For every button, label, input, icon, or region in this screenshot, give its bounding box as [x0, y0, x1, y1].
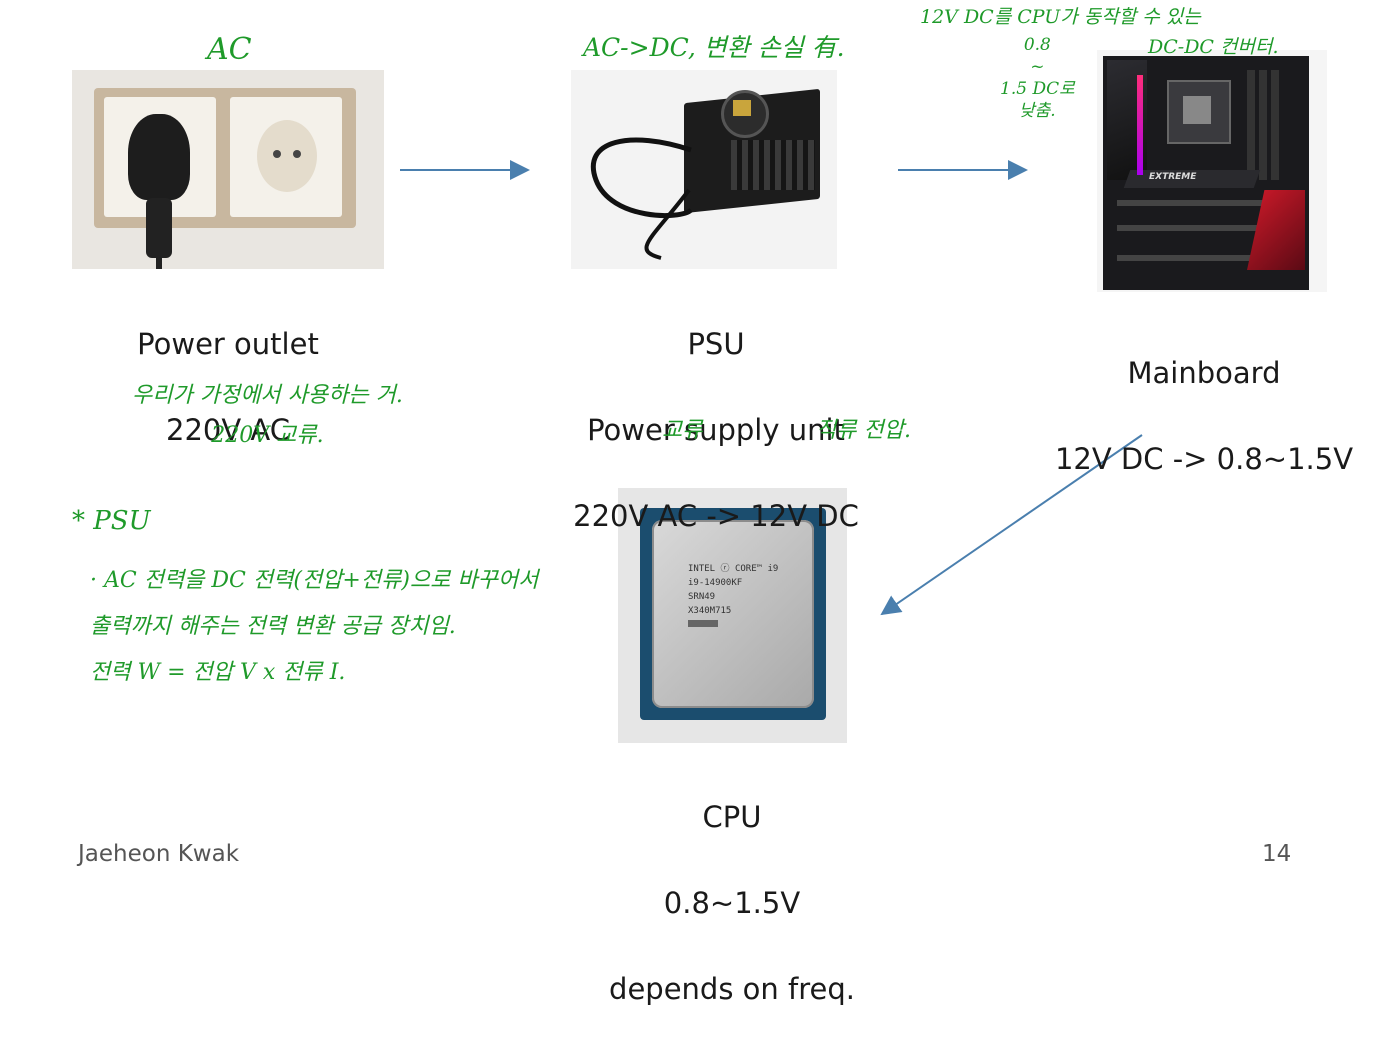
- mainboard-print: EXTREME: [1149, 172, 1197, 182]
- psu-subtitle: Power supply unit: [587, 413, 845, 447]
- outlet-title: Power outlet: [137, 327, 319, 361]
- annotation-psu-heading: * PSU: [72, 506, 151, 536]
- flow-arrows: [400, 160, 1143, 616]
- annotation-mainboard-range: 0.8 ~ 1.5 DC로 낮춤.: [1000, 35, 1075, 121]
- cpu-brand: INTEL: [688, 564, 716, 574]
- mainboard-label: Mainboard 12V DC -> 0.8~1.5V: [1044, 309, 1364, 524]
- annotation-psu-dc: 직류 전압.: [816, 418, 911, 443]
- cpu-note: depends on freq.: [609, 972, 855, 1006]
- annotation-psu-top: AC->DC, 변환 손실 有.: [583, 33, 845, 62]
- cpu-sspec: SRN49: [688, 592, 716, 602]
- mainboard-image: EXTREME: [1097, 50, 1327, 292]
- cpu-image: INTEL ⓡ CORE™ i9 i9-14900KF SRN49 X340M7…: [618, 488, 847, 743]
- cpu-line: CORE™ i9: [734, 564, 779, 574]
- outlet-spec: 220V AC: [166, 413, 290, 447]
- cpu-batch: X340M715: [688, 606, 732, 616]
- annotation-psu-ac: 교류: [662, 418, 703, 443]
- power-outlet-image: [72, 70, 384, 269]
- annotation-mainboard-dcdc: DC-DC 컨버터.: [1148, 36, 1279, 58]
- page-number: 14: [1262, 841, 1292, 867]
- psu-title: PSU: [687, 327, 745, 361]
- cpu-spec: 0.8~1.5V: [663, 886, 801, 920]
- psu-spec: 220V AC -> 12V DC: [573, 499, 859, 533]
- cpu-model: i9-14900KF: [688, 578, 743, 588]
- annotation-outlet-bottom: 우리가 가정에서 사용하는 거. 220V 교류.: [132, 383, 403, 448]
- cpu-label: CPU 0.8~1.5V depends on freq.: [572, 753, 892, 1054]
- psu-label: PSU Power supply unit 220V AC -> 12V DC: [556, 280, 876, 581]
- mainboard-title: Mainboard: [1127, 356, 1281, 390]
- outlet-label: Power outlet 220V AC: [72, 280, 384, 495]
- cpu-title: CPU: [702, 800, 762, 834]
- footer-author: Jaeheon Kwak: [78, 841, 240, 867]
- annotation-outlet-top: AC: [207, 32, 252, 67]
- annotation-mainboard-top: 12V DC를 CPU가 동작할 수 있는: [920, 6, 1201, 28]
- annotation-psu-notes: · AC 전력을 DC 전력(전압+전류)으로 바꾸어서 출력까지 해주는 전력…: [90, 568, 539, 685]
- mainboard-spec: 12V DC -> 0.8~1.5V: [1054, 442, 1354, 476]
- arrow-mainboard-to-cpu: [880, 434, 1143, 616]
- psu-image: [571, 70, 837, 269]
